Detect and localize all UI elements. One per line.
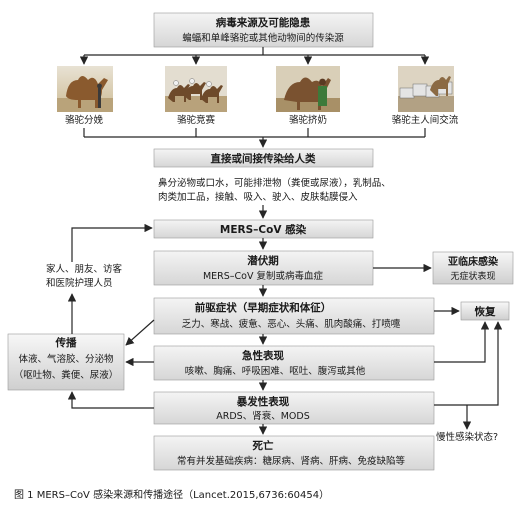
photo-label-owners: 骆驼主人间交流 bbox=[392, 114, 459, 126]
arrow-acute-to-recovery bbox=[434, 321, 490, 363]
milker-figure-icon bbox=[318, 86, 327, 106]
spread-title: 传播 bbox=[55, 336, 77, 349]
acute-title: 急性表现 bbox=[242, 349, 284, 362]
transmission-title: 直接或间接传染给人类 bbox=[211, 152, 316, 165]
source-to-photos-arrows bbox=[79, 47, 430, 65]
fulminant-title: 暴发性表现 bbox=[236, 395, 290, 408]
incubation-subtitle: MERS–CoV 复制或病毒血症 bbox=[203, 270, 324, 282]
incubation-box: 潜伏期 MERS–CoV 复制或病毒血症 bbox=[153, 250, 374, 286]
prodromal-title: 前驱症状（早期症状和体征） bbox=[195, 301, 332, 314]
subclinical-subtitle: 无症状表现 bbox=[450, 270, 495, 282]
fulminant-box: 暴发性表现 ARDS、肾衰、MODS bbox=[153, 391, 435, 425]
death-title: 死亡 bbox=[252, 439, 274, 452]
photo-label-race: 骆驼竞赛 bbox=[177, 114, 216, 126]
death-subtitle: 常有并发基础疾病：糖尿病、肾病、肝病、免疫缺陷等 bbox=[177, 455, 406, 467]
photo-camel-race: 骆驼竞赛 bbox=[165, 66, 227, 126]
subclinical-title: 亚临床感染 bbox=[448, 255, 499, 268]
contacts-line1: 家人、朋友、访客 bbox=[46, 263, 123, 275]
camel-silhouette-icon bbox=[66, 76, 108, 108]
source-title: 病毒来源及可能隐患 bbox=[216, 16, 311, 29]
source-box: 病毒来源及可能隐患 蝙蝠和单峰骆驼或其他动物间的传染源 bbox=[153, 12, 374, 48]
prodromal-subtitle: 乏力、寒战、疲惫、恶心、头痛、肌肉酸痛、打喷嚏 bbox=[182, 318, 401, 330]
photo-camel-owners: 骆驼主人间交流 bbox=[392, 66, 459, 126]
spread-line2: （呕吐物、粪便、尿液） bbox=[14, 369, 119, 381]
person-figure-icon bbox=[98, 88, 101, 108]
contacts-line2: 和医院护理人员 bbox=[46, 277, 113, 289]
acute-subtitle: 咳嗽、胸痛、呼吸困难、呕吐、腹泻或其他 bbox=[185, 365, 366, 377]
transmission-text-line1: 鼻分泌物或口水，可能排泄物（粪便或尿液），乳制品、 bbox=[158, 177, 391, 189]
arrow-fulminant-to-recovery bbox=[434, 321, 503, 406]
photo-camel-milking: 骆驼挤奶 bbox=[276, 66, 340, 126]
racing-camels-icon bbox=[168, 82, 223, 103]
photo-label-birth: 骆驼分娩 bbox=[65, 114, 104, 126]
acute-box: 急性表现 咳嗽、胸痛、呼吸困难、呕吐、腹泻或其他 bbox=[153, 345, 435, 381]
infection-title: MERS–CoV 感染 bbox=[220, 223, 307, 236]
death-box: 死亡 常有并发基础疾病：糖尿病、肾病、肝病、免疫缺陷等 bbox=[153, 435, 435, 471]
chronic-label: 慢性感染状态? bbox=[436, 431, 498, 443]
photo-camel-birth: 骆驼分娩 bbox=[57, 66, 113, 126]
transmission-box: 直接或间接传染给人类 bbox=[153, 148, 374, 168]
spread-box: 传播 体液、气溶胶、分泌物 （呕吐物、粪便、尿液） bbox=[7, 333, 125, 391]
photo-label-milking: 骆驼挤奶 bbox=[289, 114, 327, 126]
spread-loop-arrows bbox=[67, 223, 155, 409]
photos-to-transmission-arrows bbox=[83, 128, 426, 148]
recovery-box: 恢复 bbox=[460, 301, 510, 321]
transmission-text-line2: 肉类加工品，接触、吸入、驶入、皮肤黏膜侵入 bbox=[158, 191, 358, 203]
spread-line1: 体液、气溶胶、分泌物 bbox=[18, 353, 114, 365]
source-subtitle: 蝙蝠和单峰骆驼或其他动物间的传染源 bbox=[182, 32, 344, 44]
recovery-title: 恢复 bbox=[475, 305, 496, 318]
infection-box: MERS–CoV 感染 bbox=[153, 219, 374, 239]
incubation-title: 潜伏期 bbox=[247, 254, 279, 267]
fulminant-subtitle: ARDS、肾衰、MODS bbox=[216, 410, 309, 422]
prodromal-box: 前驱症状（早期症状和体征） 乏力、寒战、疲惫、恶心、头痛、肌肉酸痛、打喷嚏 bbox=[153, 297, 435, 335]
subclinical-box: 亚临床感染 无症状表现 bbox=[432, 251, 514, 285]
figure-caption: 图 1 MERS–CoV 感染来源和传播途径（Lancet.2015,6736:… bbox=[14, 490, 330, 501]
